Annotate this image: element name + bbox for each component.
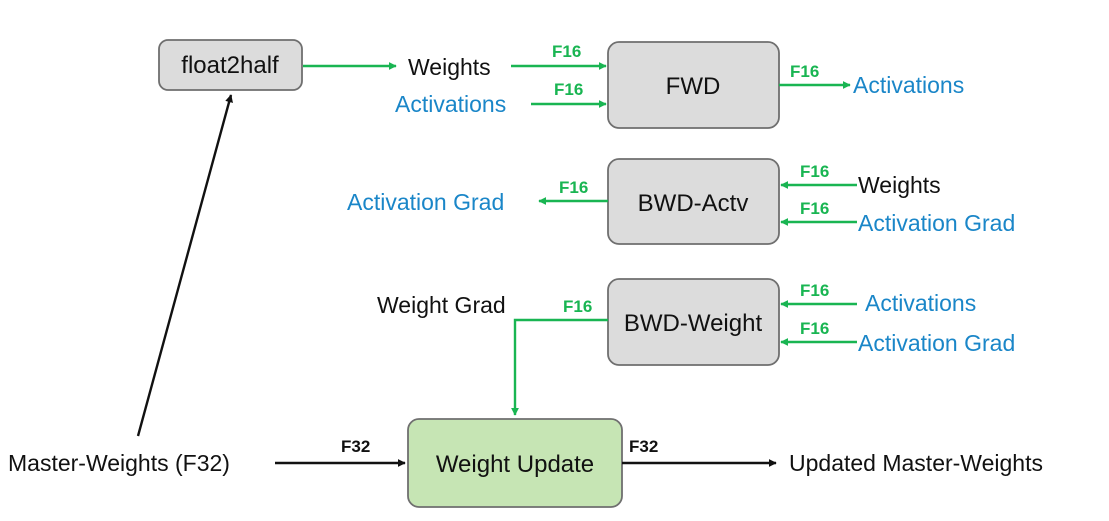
bwd-actv-node: BWD-Actv (607, 158, 780, 245)
weight-update-label: Weight Update (436, 451, 594, 478)
f32-tag-in: F32 (341, 437, 370, 456)
f16-tag-activation-grad-bwd-weight: F16 (800, 319, 829, 338)
weights-top-label: Weights (408, 54, 491, 80)
f16-tag-bwd-actv-out: F16 (559, 178, 588, 197)
float2half-label: float2half (181, 52, 279, 79)
activations-in-fwd-label: Activations (395, 91, 506, 117)
activation-grad-out-label: Activation Grad (347, 189, 504, 215)
fwd-label: FWD (666, 73, 721, 100)
f16-tag-activations-fwd: F16 (554, 80, 583, 99)
master-weights-to-float2half-arrow (136, 94, 233, 437)
f16-tag-weights-bwd-actv: F16 (800, 162, 829, 181)
updated-master-weights-label: Updated Master-Weights (789, 450, 1043, 476)
f32-tag-out: F32 (629, 437, 658, 456)
weight-update-node: Weight Update (407, 418, 623, 508)
activation-grad-in-bwd-actv-label: Activation Grad (858, 210, 1015, 236)
activation-grad-in-bwd-weight-label: Activation Grad (858, 330, 1015, 356)
weight-grad-label: Weight Grad (377, 292, 506, 318)
f16-tag-fwd-out: F16 (790, 62, 819, 81)
f16-tag-activation-grad-bwd-actv: F16 (800, 199, 829, 218)
bwd-weight-node: BWD-Weight (607, 278, 780, 366)
float2half-node: float2half (158, 39, 303, 91)
activations-out-fwd-label: Activations (853, 72, 964, 98)
f16-tag-weights-fwd: F16 (552, 42, 581, 61)
f16-tag-activations-bwd-weight: F16 (800, 281, 829, 300)
bwd-weight-label: BWD-Weight (624, 310, 763, 337)
fwd-node: FWD (607, 41, 780, 129)
master-weights-label: Master-Weights (F32) (8, 450, 230, 476)
activations-bwd-weight-label: Activations (865, 290, 976, 316)
f16-tag-weight-grad: F16 (563, 297, 592, 316)
bwd-weight-to-weight-update-arrow (511, 318, 608, 416)
weights-bwd-actv-label: Weights (858, 172, 941, 198)
bwd-actv-label: BWD-Actv (638, 190, 749, 217)
